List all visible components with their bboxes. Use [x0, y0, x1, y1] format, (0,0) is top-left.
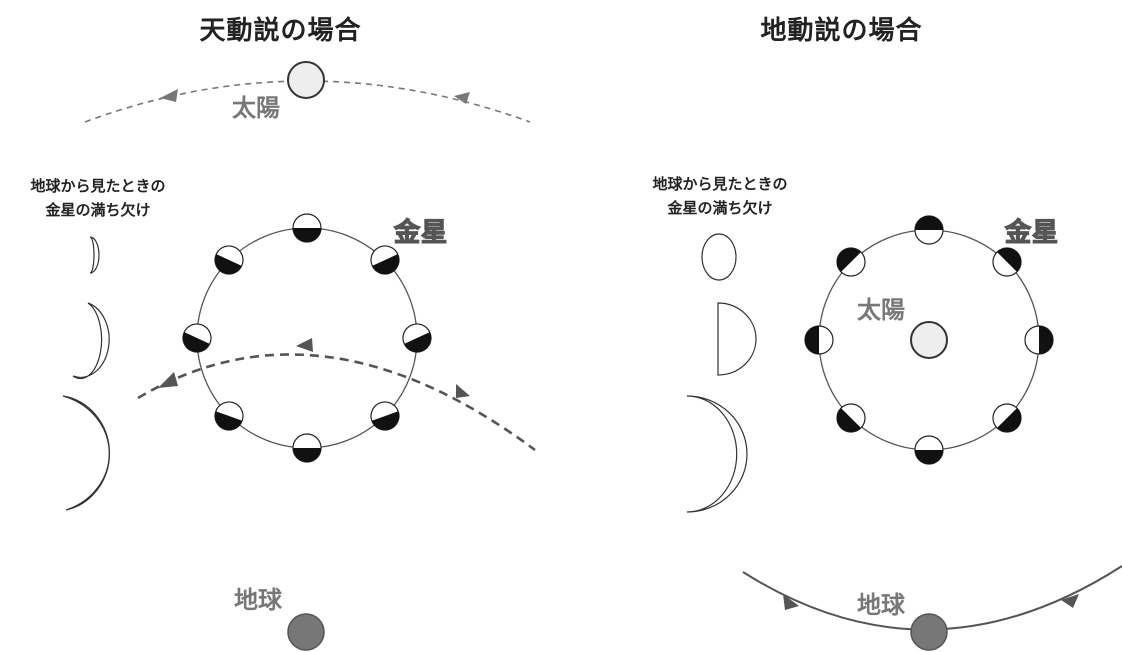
sun-label: 太陽: [232, 94, 280, 122]
earth-label: 地球: [857, 591, 905, 619]
venus-phase: [292, 433, 322, 463]
epicycle-deferent: [137, 353, 536, 452]
sun-orbit: [84, 80, 531, 123]
venus-phase: [182, 323, 212, 353]
orbit-arrow: [454, 92, 470, 104]
geocentric-diagram: [62, 61, 536, 651]
orbit-arrow: [783, 594, 799, 610]
phase-caption-line1: 地球から見たときの: [30, 177, 166, 195]
sun-label: 太陽: [857, 296, 905, 324]
venus-crescent: [686, 395, 748, 513]
venus-phase: [836, 247, 866, 277]
venus-phase: [370, 245, 400, 275]
orbit-arrow: [160, 89, 178, 102]
phase-caption: 地球から見たときの 金星の満ち欠け: [620, 172, 820, 220]
venus-phase: [1024, 325, 1054, 355]
phase-caption-line2: 金星の満ち欠け: [667, 199, 773, 217]
venus-phase: [992, 403, 1022, 433]
phase-caption: 地球から見たときの 金星の満ち欠け: [0, 174, 198, 222]
venus-phase: [914, 215, 944, 245]
sun: [910, 321, 948, 359]
orbit-arrow: [456, 384, 470, 398]
venus-phase: [370, 401, 400, 431]
orbit-arrow: [1061, 594, 1079, 608]
venus-label: 金星: [393, 217, 449, 248]
earth: [287, 613, 325, 651]
geocentric-title: 天動説の場合: [199, 16, 362, 46]
sun: [287, 61, 325, 99]
venus-crescent: [72, 302, 110, 380]
venus-phase: [214, 401, 244, 431]
geocentric-panel: 天動説の場合: [0, 16, 536, 651]
venus-label: 金星: [1004, 217, 1060, 248]
venus-phase: [914, 435, 944, 465]
phase-caption-line1: 地球から見たときの: [652, 175, 788, 193]
venus-half: [717, 302, 757, 376]
heliocentric-diagram: [686, 215, 1122, 651]
venus-gibbous: [701, 233, 737, 281]
venus-crescent: [62, 395, 111, 511]
orbit-arrow: [296, 338, 313, 352]
venus-phase: [836, 403, 866, 433]
venus-phase: [992, 247, 1022, 277]
heliocentric-title: 地動説の場合: [760, 16, 923, 46]
venus-crescent: [89, 236, 100, 274]
orbit-arrow: [158, 372, 178, 388]
earth-label: 地球: [234, 586, 282, 614]
venus-phase: [292, 213, 322, 243]
venus-phase: [804, 325, 834, 355]
venus-phase: [402, 323, 432, 353]
venus-phase: [214, 245, 244, 275]
heliocentric-panel: 地動説の場合: [561, 0, 1122, 652]
earth: [910, 613, 948, 651]
phase-caption-line2: 金星の満ち欠け: [45, 201, 151, 219]
